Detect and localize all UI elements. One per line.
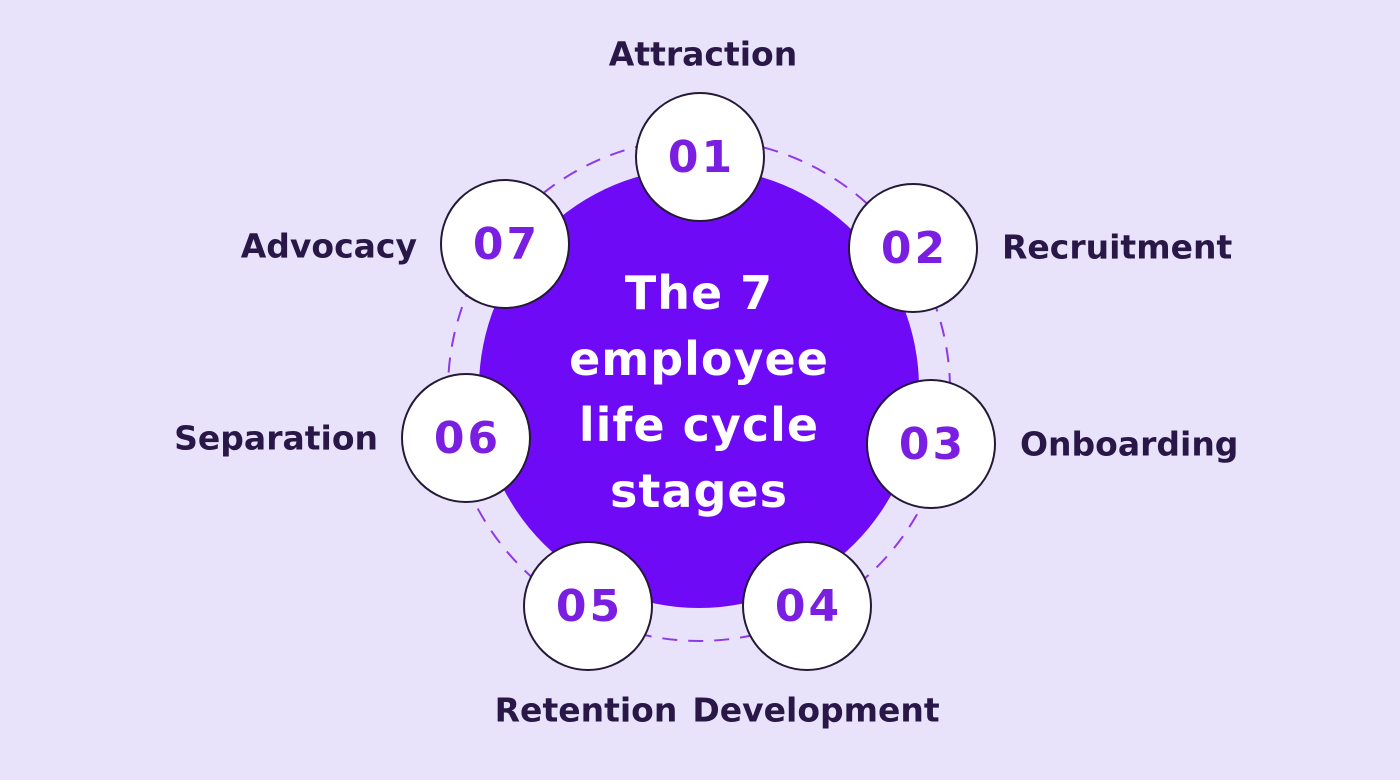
center-circle: The 7 employee life cycle stages — [479, 168, 919, 608]
stage-01-circle: 01 — [635, 92, 765, 222]
stage-06-number: 06 — [433, 412, 502, 464]
stage-label-attraction: Attraction — [608, 34, 798, 74]
stage-label-onboarding: Onboarding — [1020, 424, 1239, 464]
stage-02-number: 02 — [880, 222, 949, 274]
stage-label-advocacy: Advocacy — [240, 226, 417, 266]
center-title: The 7 employee life cycle stages — [569, 252, 829, 524]
stage-07-circle: 07 — [440, 179, 570, 309]
center-title-line: life cycle — [578, 398, 820, 452]
center-title-line: The 7 — [624, 266, 774, 320]
stage-07-number: 07 — [472, 218, 541, 270]
stage-02-circle: 02 — [848, 183, 978, 313]
stage-06-circle: 06 — [401, 373, 531, 503]
stage-label-separation: Separation — [174, 418, 378, 458]
stage-03-number: 03 — [898, 418, 967, 470]
stage-label-recruitment: Recruitment — [1002, 227, 1233, 267]
stage-01-number: 01 — [667, 131, 736, 183]
stage-03-circle: 03 — [866, 379, 996, 509]
stage-label-retention: Retention — [494, 690, 678, 730]
stage-label-development: Development — [692, 690, 940, 730]
center-title-line: stages — [610, 464, 788, 518]
stage-04-circle: 04 — [742, 541, 872, 671]
stage-05-number: 05 — [555, 580, 624, 632]
stage-05-circle: 05 — [523, 541, 653, 671]
center-title-line: employee — [569, 332, 829, 386]
stage-04-number: 04 — [774, 580, 843, 632]
